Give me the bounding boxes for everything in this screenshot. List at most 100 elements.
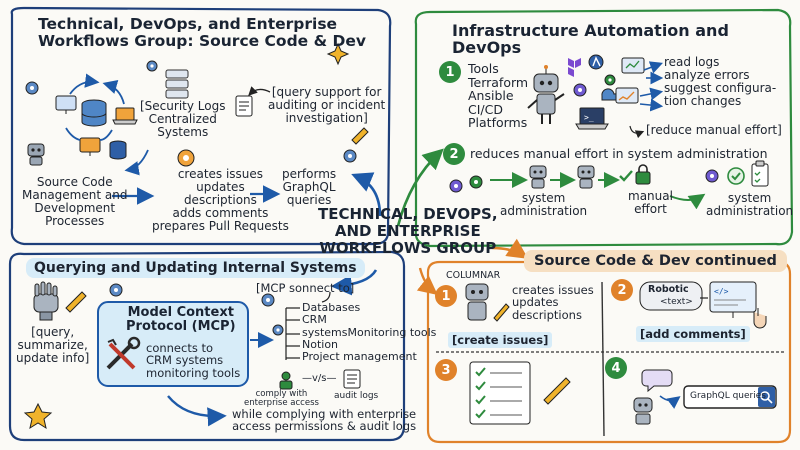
badge-4: 4	[611, 360, 621, 376]
robotic-tag-box	[639, 281, 703, 311]
panel-border-bottom-left	[8, 250, 406, 442]
step-badge-2: 2	[449, 146, 459, 162]
document-icon-top-left	[235, 95, 253, 117]
robot-icon-sysadmin-center	[577, 165, 595, 189]
gear-icon-bottom-left-3	[272, 324, 284, 336]
svg-text:</>: </>	[714, 287, 729, 296]
gear-icon-top-right-2	[604, 74, 616, 86]
actions-label: read logs analyze errors suggest configu…	[664, 55, 777, 108]
reduce-effort-bracket: [reduce manual effort]	[646, 123, 782, 137]
gear-icon-top-right-5	[705, 169, 719, 183]
step-badge-1-circle	[439, 61, 461, 83]
audit-logs-label: audit logs	[334, 391, 379, 401]
divider-bottom-right-v	[601, 281, 605, 437]
source-code-label: Source Code Management and Development P…	[22, 175, 128, 228]
monitor-icon-top-right-1	[621, 57, 645, 74]
wrench-screwdriver-icon	[106, 336, 141, 370]
number-1-circle	[435, 285, 457, 307]
star-icon	[23, 402, 53, 430]
arrow-reduce	[629, 125, 645, 139]
complying-label: while complying with enterprise access p…	[232, 407, 417, 434]
step-badge-1: 1	[445, 64, 455, 80]
manual-effort-label: manual effort	[628, 189, 673, 216]
arrow-center-to-bottom-left	[330, 269, 378, 296]
bottom-right-title: Source Code & Dev continued	[524, 250, 787, 272]
number-4-circle	[605, 357, 627, 379]
gear-icon-top-left-4	[343, 149, 357, 163]
step2-text: reduces manual effort in system administ…	[470, 146, 768, 161]
pencil-icon-bottom-right	[493, 303, 510, 322]
step-badge-2-circle	[443, 143, 465, 165]
text-tag: <text>	[660, 297, 693, 307]
arrow-query-support	[248, 86, 271, 96]
arrow-center-to-columnar	[416, 267, 438, 295]
tools-label: Tools Terraform Ansible CI/CD Platforms	[468, 61, 529, 130]
robot-icon-top-left	[27, 143, 45, 166]
pencil-icon-checklist	[543, 377, 571, 405]
ansible-icon	[588, 54, 604, 70]
laptop-icon-right	[112, 107, 138, 125]
query-support-label: [query support for auditing or incident …	[268, 85, 386, 125]
query-summarize-label: [query, summarize, update info]	[16, 325, 90, 365]
columnar-label: COLUMNAR	[446, 270, 501, 281]
gear-icon-top-right-4	[469, 175, 483, 189]
robotic-hand-icon	[33, 281, 59, 321]
vs-label: —v/s—	[302, 373, 337, 384]
arrow-center-to-bottom-right	[491, 238, 529, 259]
graphql-search-bar	[683, 385, 777, 409]
arrow-security-to-source	[124, 149, 149, 176]
badge-2: 2	[617, 282, 627, 298]
arrow-center-to-top-right	[396, 148, 444, 227]
graphql-search-text: GraphQL queries	[690, 391, 766, 401]
sysadmin-left-label: system administration	[500, 191, 588, 218]
monitor-icon-top-right-2	[615, 87, 639, 104]
sysadmin-right-label: system administration	[706, 191, 794, 218]
arrow-connect-down	[321, 291, 331, 303]
systems-list: Databases CRM systemsMonitoring tools No…	[302, 301, 437, 364]
monitor-icon-left	[55, 95, 77, 114]
laptop-icon-top-right: >_	[575, 107, 609, 130]
database-icon-top-left	[81, 99, 107, 127]
database-icon-small-top-left	[109, 140, 127, 160]
badge-1: 1	[441, 288, 451, 304]
checklist-icon	[469, 361, 531, 425]
panel-border-top-left	[10, 6, 392, 246]
arrow-graphql	[659, 395, 681, 409]
search-icon	[760, 391, 773, 404]
creates-issues-label: creates issues updates descriptions adds…	[152, 167, 289, 233]
audit-log-icon	[343, 369, 361, 389]
gear-icon-bottom-left-2	[261, 293, 275, 307]
clipboard-icon	[751, 160, 769, 187]
cycle-arrows-icon	[65, 73, 125, 141]
panel-border-top-right	[414, 8, 794, 248]
gear-icon-top-left-2	[146, 60, 158, 72]
mcp-connects-label: connects to CRM systems monitoring tools	[146, 341, 241, 380]
action-arrows	[639, 61, 664, 112]
pencil-icon-top-left	[351, 127, 369, 145]
connector-tree	[285, 307, 300, 360]
check-circle-icon	[727, 167, 745, 185]
security-logs-label: [Security Logs Centralized Systems	[140, 99, 226, 139]
badge-3: 3	[441, 362, 451, 378]
gear-icon-top-right-1	[573, 83, 587, 97]
monitor-icon-bottom	[79, 137, 101, 156]
robot-icon-top-right	[527, 65, 565, 124]
server-stack-icon	[165, 69, 189, 99]
robot-icon-bottom-right	[465, 283, 489, 321]
robot-icon-graphql	[633, 397, 653, 425]
gear-icon-top-right-3	[449, 179, 463, 193]
performs-label: performs GraphQL queries	[282, 167, 337, 207]
checkmark-icon-top-right	[619, 170, 633, 182]
terraform-icon	[568, 58, 581, 77]
top-left-title: Technical, DevOps, and Enterprise Workfl…	[38, 15, 366, 50]
arrow-center-to-top-left	[351, 172, 382, 217]
lock-icon	[635, 164, 651, 185]
chat-bubble-icon	[641, 369, 673, 393]
center-title: TECHNICAL, DEVOPS, AND ENTERPRISE WORKFL…	[318, 205, 498, 257]
code-monitor-icon: </>	[709, 281, 757, 318]
comply-small-label: comply with enterprise access	[244, 389, 319, 409]
svg-text:>_: >_	[584, 113, 594, 122]
bottom-left-title: Querying and Updating Internal Systems	[26, 258, 365, 278]
